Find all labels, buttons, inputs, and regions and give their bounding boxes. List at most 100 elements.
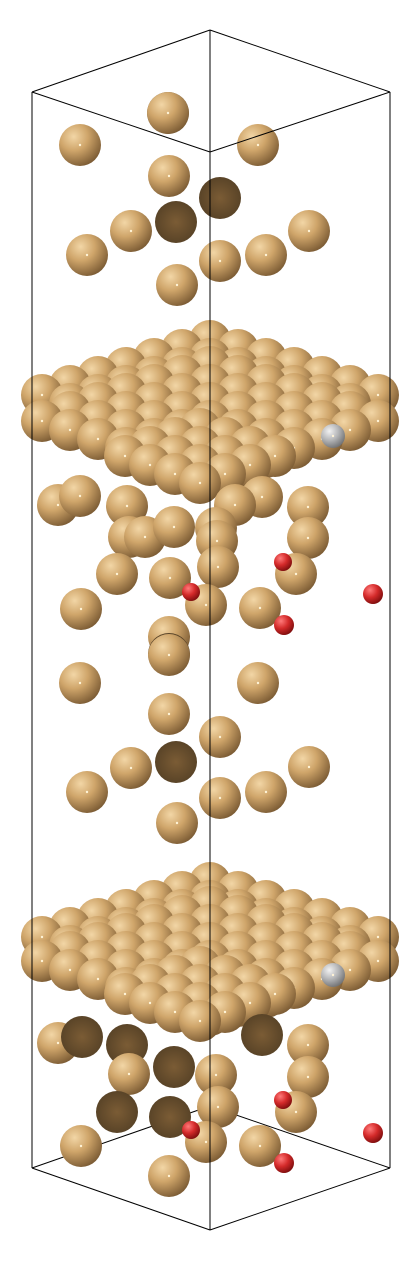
gold-atom (241, 1014, 283, 1056)
simulation-cell-front (31, 91, 391, 1231)
atom-highlight (56, 503, 60, 507)
oxygen-atom (182, 583, 200, 601)
atom-highlight (148, 463, 152, 467)
atom-highlight (123, 992, 127, 996)
gold-atom (96, 1091, 138, 1133)
atom-highlight (40, 935, 44, 939)
atom-highlight (223, 472, 227, 476)
atom-highlight (115, 572, 119, 576)
cell-edge (31, 91, 211, 153)
atom-highlight (129, 766, 133, 770)
atoms-layer (21, 92, 399, 1197)
atom-highlight (264, 253, 268, 257)
atom-highlight (173, 472, 177, 476)
atom-highlight (256, 143, 260, 147)
atom-highlight (258, 1144, 262, 1148)
atom-highlight (376, 393, 380, 397)
atom-highlight (85, 790, 89, 794)
atom-highlight (78, 494, 82, 498)
atom-highlight (223, 1010, 227, 1014)
atom-highlight (79, 607, 83, 611)
atom-highlight (331, 434, 335, 438)
atom-highlight (348, 968, 352, 972)
oxygen-atom (274, 1153, 294, 1173)
atom-highlight (167, 653, 171, 657)
atom-highlight (123, 454, 127, 458)
atom-highlight (331, 973, 335, 977)
gold-atom (155, 201, 197, 243)
atom-highlight (96, 437, 100, 441)
atom-highlight (306, 505, 310, 509)
atom-highlight (198, 481, 202, 485)
atom-highlight (306, 1075, 310, 1079)
atom-highlight (376, 935, 380, 939)
atom-highlight (172, 525, 176, 529)
atom-highlight (218, 735, 222, 739)
gold-atom (155, 741, 197, 783)
atom-highlight (376, 959, 380, 963)
atom-highlight (85, 253, 89, 257)
atom-highlight (125, 504, 129, 508)
gold-atom (149, 1096, 191, 1138)
cell-edge (31, 29, 211, 93)
oxygen-atom (182, 1121, 200, 1139)
atom-highlight (218, 259, 222, 263)
atom-highlight (273, 992, 277, 996)
atom-highlight (248, 1001, 252, 1005)
atom-highlight (307, 229, 311, 233)
atom-highlight (294, 572, 298, 576)
atom-highlight (167, 174, 171, 178)
oxygen-atom (274, 1091, 292, 1109)
cell-edge (209, 91, 391, 153)
atom-highlight (143, 535, 147, 539)
atom-highlight (68, 428, 72, 432)
atom-highlight (306, 536, 310, 540)
oxygen-atom (363, 584, 383, 604)
atom-highlight (40, 959, 44, 963)
atom-highlight (204, 603, 208, 607)
gold-atom (199, 177, 241, 219)
atom-highlight (348, 428, 352, 432)
atom-highlight (78, 681, 82, 685)
atom-highlight (214, 1073, 218, 1077)
atom-highlight (256, 681, 260, 685)
atom-highlight (248, 463, 252, 467)
atom-highlight (79, 1144, 83, 1148)
atom-highlight (168, 576, 172, 580)
cell-edge (209, 1105, 391, 1169)
atom-highlight (215, 539, 219, 543)
atom-highlight (216, 565, 220, 569)
atom-highlight (167, 1174, 171, 1178)
atom-highlight (148, 1001, 152, 1005)
atom-highlight (216, 1105, 220, 1109)
atom-highlight (78, 143, 82, 147)
atom-highlight (175, 283, 179, 287)
atom-highlight (198, 1019, 202, 1023)
atom-highlight (258, 606, 262, 610)
oxygen-atom (274, 553, 292, 571)
atom-highlight (40, 393, 44, 397)
atom-highlight (166, 111, 170, 115)
atom-highlight (173, 1010, 177, 1014)
atom-highlight (175, 821, 179, 825)
atom-highlight (96, 977, 100, 981)
atom-highlight (204, 1140, 208, 1144)
atom-highlight (127, 1072, 131, 1076)
atom-highlight (273, 454, 277, 458)
atom-highlight (56, 1041, 60, 1045)
atom-highlight (68, 968, 72, 972)
atom-highlight (264, 790, 268, 794)
cell-edge (31, 1167, 211, 1231)
atom-highlight (40, 419, 44, 423)
cell-edge (209, 1167, 391, 1231)
atom-highlight (306, 1043, 310, 1047)
atom-highlight (376, 419, 380, 423)
atom-highlight (307, 765, 311, 769)
cell-edge (209, 29, 391, 93)
atom-highlight (233, 503, 237, 507)
atom-highlight (218, 796, 222, 800)
oxygen-atom (274, 615, 294, 635)
gold-atom (153, 1046, 195, 1088)
atom-highlight (260, 495, 264, 499)
